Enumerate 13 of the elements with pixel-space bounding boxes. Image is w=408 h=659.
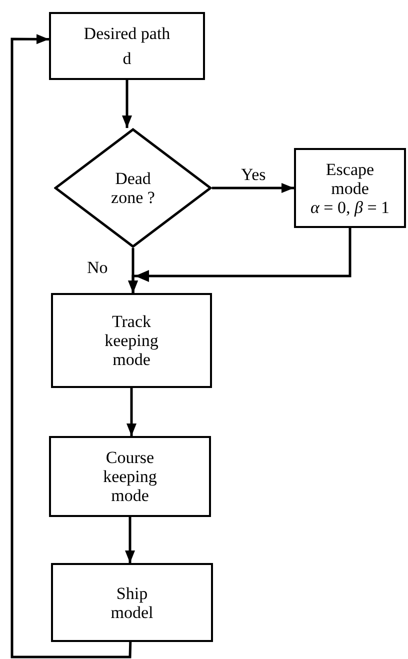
process-box [49, 12, 205, 80]
node-label: Desired path [84, 24, 170, 43]
process-box [294, 148, 406, 228]
process-box [51, 563, 213, 642]
process-box [51, 293, 212, 388]
node-detail: α = 0, β = 1 [310, 198, 390, 216]
node-detail: d [122, 49, 132, 68]
node-label: Ship model [110, 584, 154, 622]
node-label: Track keeping mode [104, 312, 160, 369]
decision-diamond [54, 128, 212, 248]
node-label: Dead zone ? [110, 169, 156, 207]
process-box [49, 436, 211, 517]
node-label: Course keeping mode [102, 448, 158, 505]
